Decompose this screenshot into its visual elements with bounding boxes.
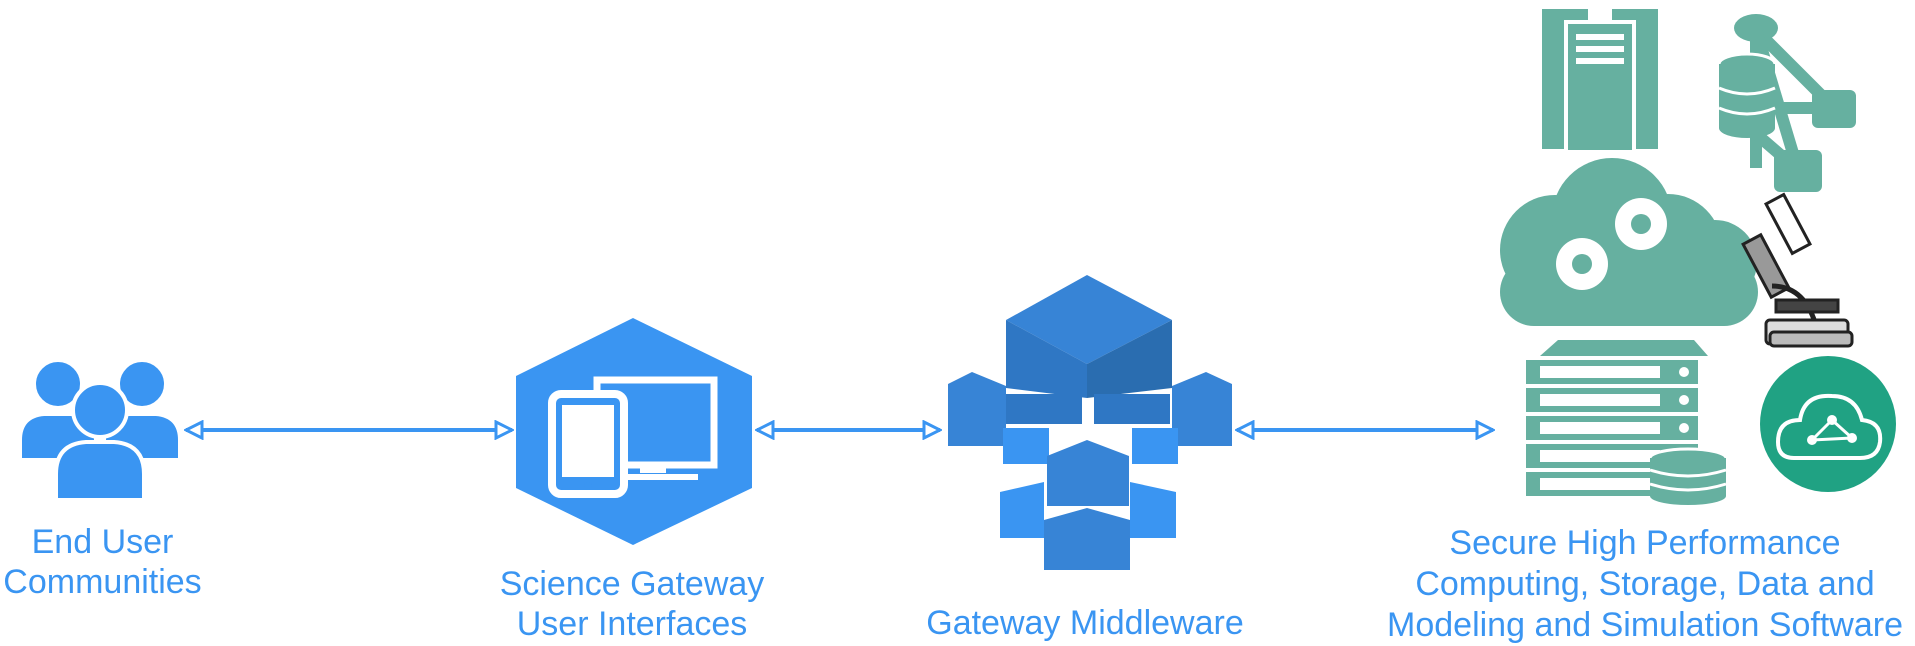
end-user-communities-label: End User Communities xyxy=(0,522,205,602)
secure-hpc-label: Secure High Performance Computing, Stora… xyxy=(1375,523,1915,646)
gateway-middleware-label: Gateway Middleware xyxy=(910,603,1260,643)
server-tower-icon xyxy=(1542,9,1658,154)
secure-hpc-line-1: Secure High Performance xyxy=(1449,524,1841,562)
end-user-communities-line-2: Communities xyxy=(3,563,202,601)
database-network-icon xyxy=(1717,14,1856,192)
resources-icons xyxy=(1500,9,1896,505)
users-group-icon xyxy=(18,358,182,502)
cloud-gears-icon xyxy=(1500,158,1758,326)
devices-hexagon-icon xyxy=(516,318,752,545)
science-gateway-line-2: User Interfaces xyxy=(516,605,748,643)
end-user-communities-line-1: End User xyxy=(31,523,174,561)
cloud-network-icon xyxy=(1760,356,1896,492)
cubes-stack-icon xyxy=(948,275,1232,570)
gateway-middleware-line-1: Gateway Middleware xyxy=(926,604,1244,642)
server-rack-storage-icon xyxy=(1526,340,1728,505)
secure-hpc-line-3: Modeling and Simulation Software xyxy=(1387,606,1903,644)
science-gateway-label: Science Gateway User Interfaces xyxy=(482,564,782,644)
secure-hpc-line-2: Computing, Storage, Data and xyxy=(1415,565,1875,603)
microscope-icon xyxy=(1741,192,1854,348)
science-gateway-line-1: Science Gateway xyxy=(499,565,765,603)
